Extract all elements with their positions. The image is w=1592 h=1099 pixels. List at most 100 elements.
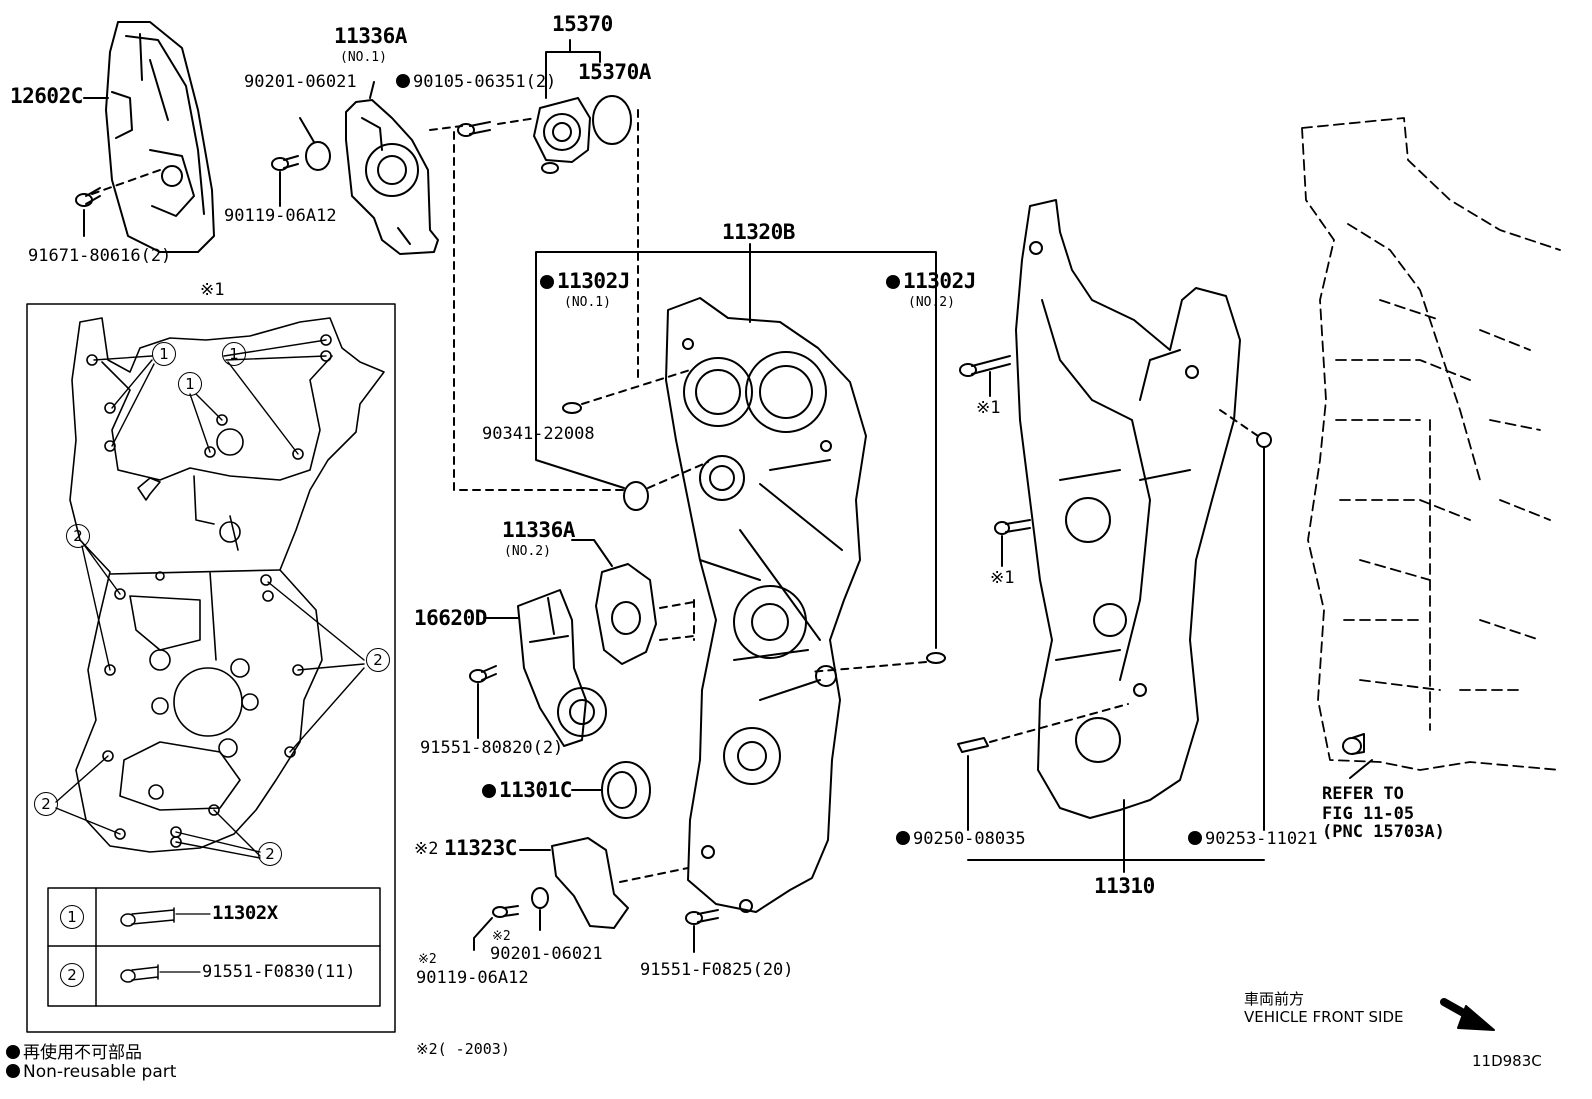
non-reusable-dot-icon [6, 1064, 20, 1078]
leader-bracket-11310 [967, 799, 1265, 873]
label-16620D: 16620D [414, 606, 487, 630]
bolt-90105 [457, 121, 491, 137]
label-12602C: 12602C [10, 84, 83, 108]
oil-seal-drawing [601, 761, 651, 819]
tensioner-plate-no2-drawing [595, 563, 657, 665]
detail-box-title: ※1 [200, 280, 225, 300]
footer-front-jp: 車両前方 [1244, 990, 1305, 1008]
label-90201-06021-bottom: 90201-06021 [490, 944, 603, 964]
dowel-pin-90250 [957, 737, 989, 753]
label-90250-08035: 90250-08035 [896, 831, 1026, 848]
bolt-91551-F0830-icon [120, 964, 159, 983]
non-reusable-dot-icon [886, 275, 900, 289]
callout-2: 2 [34, 792, 58, 816]
label-90119-06A12-top: 90119-06A12 [224, 206, 337, 226]
label-11336A-no2-sub: (NO.2) [504, 544, 551, 559]
non-reusable-dot-icon [396, 74, 410, 88]
engine-block-outline [1301, 117, 1561, 771]
pin-11302J-no1 [562, 402, 582, 414]
non-reusable-dot-icon [1188, 831, 1202, 845]
label-15370: 15370 [552, 12, 613, 36]
label-11320B: 11320B [722, 220, 795, 244]
callout-1: 1 [152, 342, 176, 366]
bolt-holes-detail [86, 334, 332, 848]
pin-90253 [1256, 432, 1272, 448]
leader [545, 39, 601, 99]
label-11323C-note: ※2 [414, 839, 439, 859]
vehicle-front-arrow-icon [1440, 998, 1495, 1031]
label-11301C: 11301C [482, 780, 572, 801]
footer-nonreusable-en: Non-reusable part [6, 1062, 176, 1082]
callout-2: 2 [366, 648, 390, 672]
leader [299, 117, 315, 143]
label-91551-F0825: 91551-F0825(20) [640, 960, 794, 980]
label-11302J-no1-sub: (NO.1) [564, 295, 611, 310]
timing-cover-rear-drawing [1015, 199, 1241, 819]
o-ring-15370A [592, 95, 632, 145]
belt-tensioner-drawing [517, 589, 607, 747]
legend-row1-part: 11302X [212, 902, 278, 924]
washer-90201-bottom [531, 887, 549, 909]
non-reusable-dot-icon [482, 784, 496, 798]
leader [473, 917, 493, 951]
legend-row2-part: 91551-F0830(11) [202, 962, 356, 982]
bolt-90119-bottom [492, 905, 519, 918]
chain-guide-drawing [551, 837, 629, 929]
callout-1: 1 [222, 342, 246, 366]
bolt-90119-top [271, 155, 299, 171]
label-bolt-note-upper: ※1 [976, 398, 1001, 418]
timing-chain-cover-drawing [665, 297, 867, 913]
label-11336A-no1-sub: (NO.1) [340, 50, 387, 65]
label-11336A-no2: 11336A [502, 518, 575, 542]
label-90201-bottom-note: ※2 [492, 929, 511, 944]
callout-2: 2 [66, 524, 90, 548]
chain-plate-no1-drawing [345, 99, 439, 255]
non-reusable-dot-icon [6, 1045, 20, 1059]
label-refer-pnc: (PNC 15703A) [1322, 822, 1445, 842]
bolt-91551-80820 [469, 665, 497, 683]
label-90201-06021-top: 90201-06021 [244, 72, 357, 92]
callout-2: 2 [258, 842, 282, 866]
legend-row1-number: 1 [60, 905, 84, 929]
timing-cover-shield-drawing [105, 21, 215, 253]
leader [571, 539, 613, 567]
leader-bracket-11320B [535, 243, 937, 649]
label-11323C: 11323C [444, 836, 517, 860]
label-90119-bottom-note: ※2 [418, 952, 437, 967]
bolt-x1-lower [994, 519, 1031, 535]
washer-90201-top [305, 141, 331, 171]
legend-table-grid [47, 887, 381, 1007]
label-11302J-no1: 11302J [540, 271, 630, 292]
label-refer-fig: FIG 11-05 [1322, 804, 1415, 824]
bolt-refer [1342, 733, 1365, 755]
cover-outline-detail [69, 317, 385, 853]
figure-id: 11D983C [1472, 1052, 1542, 1070]
detail-box [26, 303, 396, 1033]
pin-11302J-no2 [926, 652, 946, 664]
label-refer-to: REFER TO [1322, 784, 1404, 804]
label-90253-11021: 90253-11021 [1188, 831, 1318, 848]
label-bolt-note-lower: ※1 [990, 568, 1015, 588]
label-11310: 11310 [1094, 874, 1155, 898]
footer-front-en: VEHICLE FRONT SIDE [1244, 1008, 1404, 1026]
label-90119-06A12-bottom: 90119-06A12 [416, 968, 529, 988]
leader [369, 81, 375, 99]
bolt-91671 [75, 187, 101, 207]
label-11302J-no2-sub: (NO.2) [908, 295, 955, 310]
label-11336A-no1: 11336A [334, 24, 407, 48]
footer-note2-range: ※2( -2003) [416, 1040, 510, 1058]
bolt-11302X-icon [120, 907, 175, 927]
label-91671-80616: 91671-80616(2) [28, 246, 172, 266]
legend-row2-number: 2 [60, 963, 84, 987]
callout-leaders-detail [55, 339, 365, 859]
bolt-91551-F0825 [685, 909, 719, 925]
label-91551-80820: 91551-80820(2) [420, 738, 564, 758]
oil-control-valve-drawing [533, 97, 591, 174]
label-90105-06351: 90105-06351(2) [396, 74, 556, 91]
callout-1: 1 [178, 372, 202, 396]
non-reusable-dot-icon [540, 275, 554, 289]
label-11302J-no2: 11302J [886, 271, 976, 292]
non-reusable-dot-icon [896, 831, 910, 845]
bolt-x1-upper [959, 355, 1011, 377]
